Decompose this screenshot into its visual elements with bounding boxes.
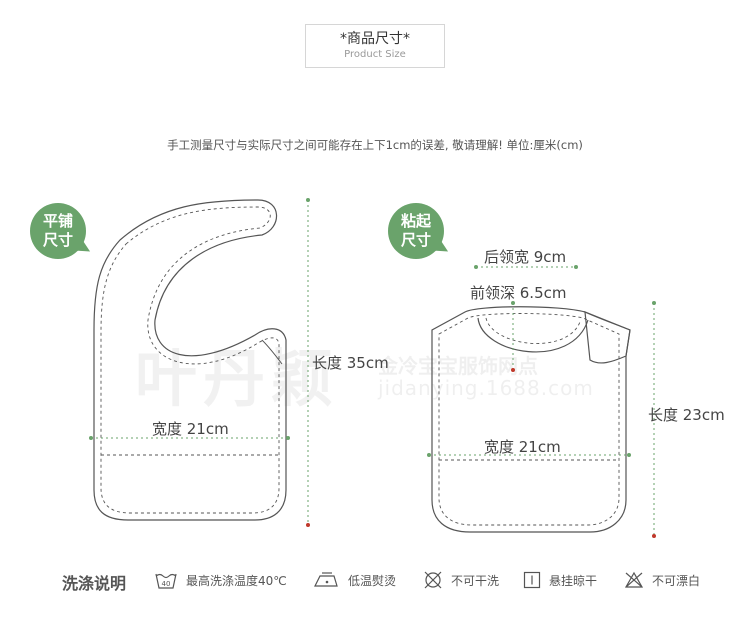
closed-size-badge: 粘起 尺寸 xyxy=(388,203,444,259)
front-neck-top-dot xyxy=(511,301,515,305)
closed-bib-flap xyxy=(584,311,631,364)
front-neck-label: 前领深 6.5cm xyxy=(470,284,567,302)
closed-bib-outline xyxy=(431,306,631,533)
closed-bib-drawing xyxy=(431,306,631,533)
flat-bib-outline xyxy=(93,199,287,521)
closed-bib-neck xyxy=(477,317,589,353)
flat-size-badge: 平铺 尺寸 xyxy=(30,203,86,259)
front-neck-bottom-dot xyxy=(511,368,515,372)
care-label-dry-clean: 不可干洗 xyxy=(451,573,500,588)
wash-40-icon: 40 xyxy=(155,573,177,589)
section-title: *商品尺寸* xyxy=(340,31,410,47)
watermark-url: jidanying.1688.com xyxy=(378,376,594,400)
flat-bib-drawing xyxy=(93,199,287,521)
back-neck-right-dot xyxy=(574,265,578,269)
low-iron-icon xyxy=(314,572,338,587)
closed-length-top-dot xyxy=(652,301,656,305)
closed-bib-stitch xyxy=(438,313,620,526)
care-item-iron: 低温熨烫 xyxy=(312,568,396,592)
back-neck-left-dot xyxy=(474,265,478,269)
flat-width-right-dot xyxy=(286,436,290,440)
care-title: 洗涤说明 xyxy=(62,574,127,593)
wash-temp-badge: 40 xyxy=(162,580,171,588)
flat-width-label: 宽度 21cm xyxy=(152,420,229,438)
flat-length-top-dot xyxy=(306,198,310,202)
care-item-bleach: 不可漂白 xyxy=(624,568,700,592)
closed-width-label: 宽度 21cm xyxy=(484,438,561,456)
flat-length-label: 长度 35cm xyxy=(312,354,389,372)
flat-width-left-dot xyxy=(89,436,93,440)
section-subtitle: Product Size xyxy=(344,49,406,60)
watermark-shop: 金冷宝宝服饰网点 xyxy=(378,354,538,378)
back-neck-label: 后领宽 9cm xyxy=(484,248,567,266)
flat-badge-line-1: 平铺 xyxy=(42,212,73,230)
closed-bib-neck-inner xyxy=(485,317,581,344)
closed-width-right-dot xyxy=(627,453,631,457)
care-item-hang-dry: 悬挂晾干 xyxy=(523,568,597,592)
measurement-note: 手工测量尺寸与实际尺寸之间可能存在上下1cm的误差, 敬请理解! 单位:厘米(c… xyxy=(167,138,583,152)
no-bleach-icon xyxy=(624,571,644,588)
closed-badge-line-2: 尺寸 xyxy=(400,231,431,249)
section-title-box: *商品尺寸* Product Size xyxy=(305,24,445,68)
no-dry-clean-icon xyxy=(424,571,442,589)
care-label-wash: 最高洗涤温度40℃ xyxy=(186,573,287,588)
flat-bib-tab xyxy=(261,339,283,365)
flat-bib-stitch xyxy=(100,206,280,514)
flat-badge-line-2: 尺寸 xyxy=(42,231,73,249)
hang-dry-icon xyxy=(523,571,541,589)
closed-length-bottom-dot xyxy=(652,534,656,538)
care-item-wash: 40 最高洗涤温度40℃ xyxy=(154,568,287,592)
closed-width-left-dot xyxy=(427,453,431,457)
care-label-iron: 低温熨烫 xyxy=(348,573,397,588)
watermark-brand: 叶丹颖 xyxy=(135,342,340,415)
care-label-hang-dry: 悬挂晾干 xyxy=(549,573,598,588)
flat-dimensions xyxy=(89,198,310,527)
care-label-bleach: 不可漂白 xyxy=(652,573,701,588)
closed-badge-line-1: 粘起 xyxy=(400,212,431,230)
flat-length-bottom-dot xyxy=(306,523,310,527)
care-item-dry-clean: 不可干洗 xyxy=(423,568,499,592)
closed-dimensions xyxy=(427,265,656,538)
closed-length-label: 长度 23cm xyxy=(648,406,725,424)
